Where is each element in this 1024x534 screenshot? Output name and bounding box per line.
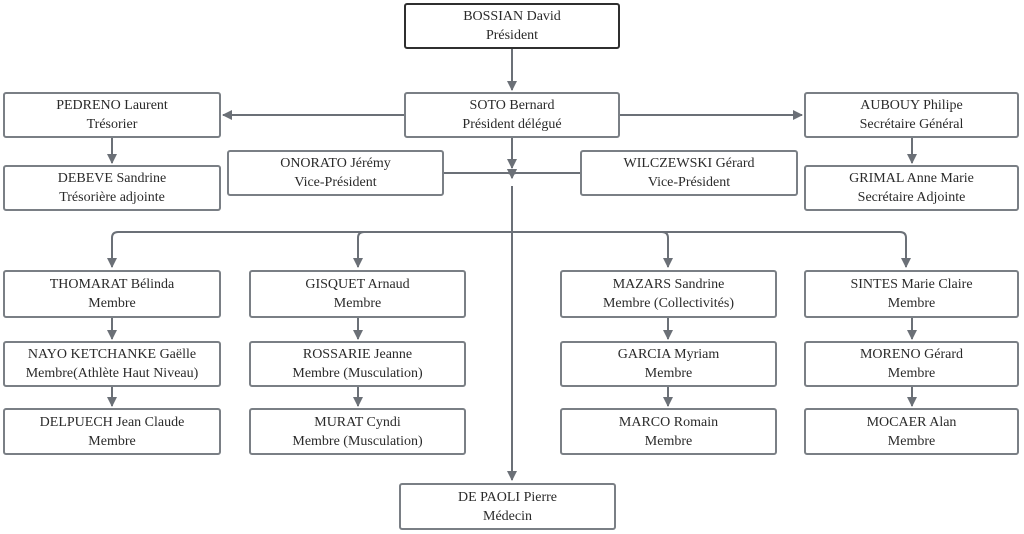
node-name: MORENO Gérard xyxy=(859,347,964,362)
node-name: MURAT Cyndi xyxy=(314,414,401,430)
node-secretary-deputy: GRIMAL Anne Marie Secrétaire Adjointe xyxy=(804,165,1019,211)
node-name: WILCZEWSKI Gérard xyxy=(623,156,755,171)
node-member-2: NAYO KETCHANKE Gaëlle Membre(Athlète Hau… xyxy=(3,341,221,387)
node-vp-left: ONORATO Jérémy Vice-Président xyxy=(227,150,444,196)
node-delegate: SOTO Bernard Président délégué xyxy=(404,92,620,138)
edge-bar-m7 xyxy=(512,231,673,268)
node-role: Trésorière adjointe xyxy=(59,190,165,205)
edge-vp-left-hub xyxy=(444,168,517,179)
node-member-5: ROSSARIE Jeanne Membre (Musculation) xyxy=(249,341,466,387)
node-name: GRIMAL Anne Marie xyxy=(849,171,974,186)
node-name: ONORATO Jérémy xyxy=(280,156,391,171)
node-role: Secrétaire Général xyxy=(859,117,964,132)
node-role: Trésorier xyxy=(86,117,138,132)
node-vp-right: WILCZEWSKI Gérard Vice-Président xyxy=(580,150,798,196)
node-name: MAZARS Sandrine xyxy=(612,277,725,292)
node-name: MOCAER Alan xyxy=(866,414,957,430)
node-role: Secrétaire Adjointe xyxy=(857,190,966,205)
node-member-7: MAZARS Sandrine Membre (Collectivités) xyxy=(560,270,777,318)
node-member-11: MORENO Gérard Membre xyxy=(804,341,1019,387)
node-member-4: GISQUET Arnaud Membre xyxy=(249,270,466,318)
node-name: AUBOUY Philipe xyxy=(860,98,963,113)
node-role: Membre (Collectivités) xyxy=(602,296,735,311)
node-name: BOSSIAN David xyxy=(463,9,561,24)
node-member-3: DELPUECH Jean Claude Membre xyxy=(3,408,221,455)
node-name: DELPUECH Jean Claude xyxy=(39,414,185,430)
node-name: DE PAOLI Pierre xyxy=(457,489,558,505)
node-name: NAYO KETCHANKE Gaëlle xyxy=(27,347,197,362)
node-role: Membre xyxy=(88,433,136,449)
node-member-12: MOCAER Alan Membre xyxy=(804,408,1019,455)
node-secretary: AUBOUY Philipe Secrétaire Général xyxy=(804,92,1019,138)
node-role: Médecin xyxy=(483,508,532,524)
edge-bar-m1 xyxy=(107,231,512,268)
node-role: Membre(Athlète Haut Niveau) xyxy=(25,366,199,381)
node-role: Membre (Musculation) xyxy=(292,366,423,381)
edge-bar-m10 xyxy=(512,231,911,268)
node-role: Membre xyxy=(887,366,936,381)
node-role: Président délégué xyxy=(462,117,562,132)
node-name: SINTES Marie Claire xyxy=(850,277,973,292)
edge-vp-right-hub xyxy=(507,168,580,179)
node-name: DEBEVE Sandrine xyxy=(57,171,167,186)
node-name: THOMARAT Bélinda xyxy=(49,277,175,292)
node-role: Membre xyxy=(887,433,936,449)
node-member-10: SINTES Marie Claire Membre xyxy=(804,270,1019,318)
node-role: Membre xyxy=(88,296,136,311)
node-role: Vice-Président xyxy=(647,175,731,190)
node-name: MARCO Romain xyxy=(618,414,719,430)
node-member-6: MURAT Cyndi Membre (Musculation) xyxy=(249,408,466,455)
node-name: ROSSARIE Jeanne xyxy=(302,347,413,362)
edge-bar-m4 xyxy=(353,231,512,268)
node-role: Président xyxy=(485,28,539,43)
node-treasurer-deputy: DEBEVE Sandrine Trésorière adjointe xyxy=(3,165,221,211)
node-member-1: THOMARAT Bélinda Membre xyxy=(3,270,221,318)
node-role: Membre xyxy=(644,433,693,449)
node-doctor: DE PAOLI Pierre Médecin xyxy=(399,483,616,530)
node-role: Membre xyxy=(333,296,382,311)
node-role: Membre xyxy=(644,366,693,381)
node-name: SOTO Bernard xyxy=(469,98,555,113)
node-role: Membre (Musculation) xyxy=(292,433,423,449)
node-role: Vice-Président xyxy=(294,175,377,190)
node-name: GARCIA Myriam xyxy=(617,347,720,362)
node-role: Membre xyxy=(887,296,936,311)
node-member-8: GARCIA Myriam Membre xyxy=(560,341,777,387)
node-name: GISQUET Arnaud xyxy=(305,277,410,292)
node-name: PEDRENO Laurent xyxy=(56,98,168,113)
node-treasurer: PEDRENO Laurent Trésorier xyxy=(3,92,221,138)
node-member-9: MARCO Romain Membre xyxy=(560,408,777,455)
node-president: BOSSIAN David Président xyxy=(404,3,620,49)
